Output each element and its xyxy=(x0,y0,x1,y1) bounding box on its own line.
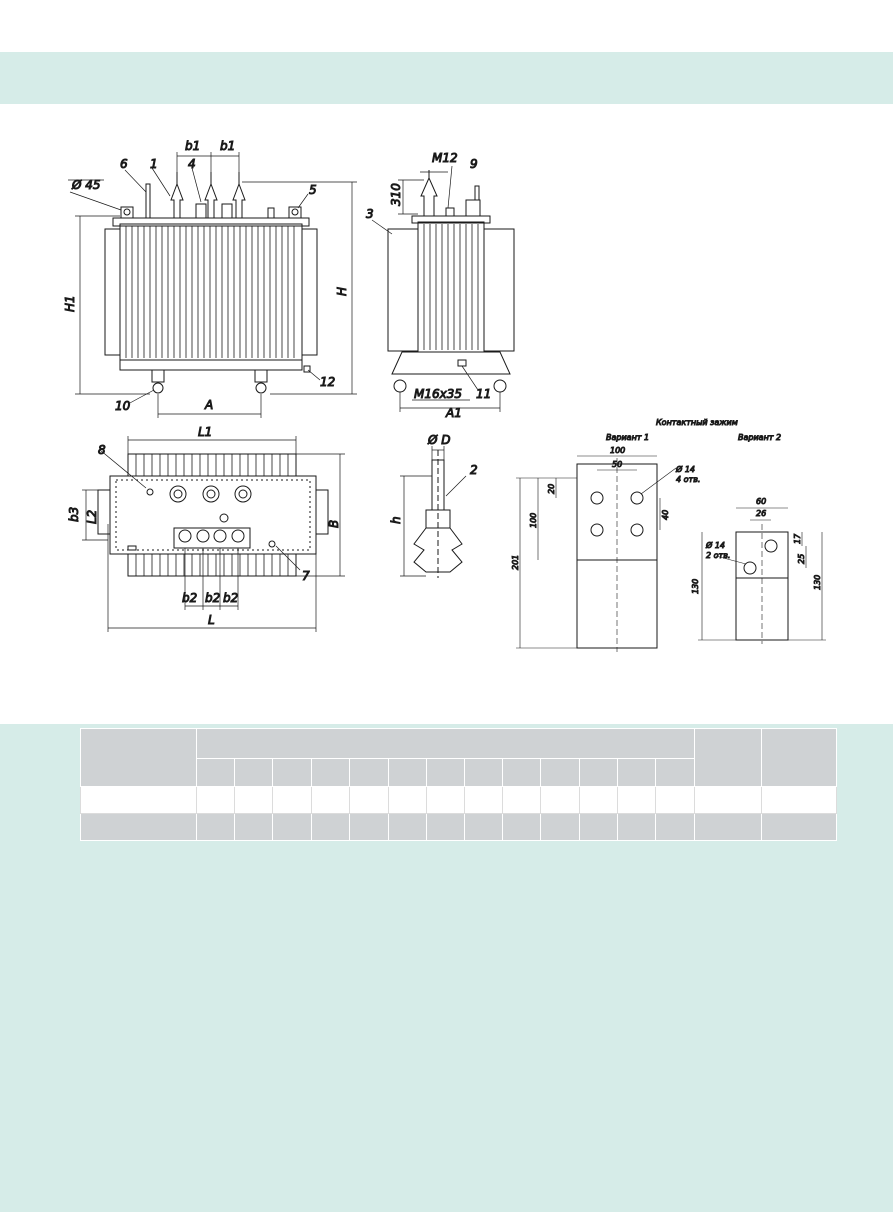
label-h-small: h xyxy=(389,516,403,524)
label-1: 1 xyxy=(150,157,158,171)
subheader-cell xyxy=(502,758,542,787)
label-m16x35: M16x35 xyxy=(414,387,462,401)
bushing-detail xyxy=(413,450,463,578)
dim-26: 26 xyxy=(756,509,766,518)
dim-201: 201 xyxy=(511,555,520,570)
dim-60: 60 xyxy=(756,497,766,506)
label-11: 11 xyxy=(476,387,491,401)
label-phi-d: Ø D xyxy=(427,433,451,447)
label-10: 10 xyxy=(115,399,131,413)
label-b2-1: b2 xyxy=(182,591,197,605)
bushing-dimensions xyxy=(400,446,467,577)
label-3: 3 xyxy=(366,207,374,221)
label-m12: M12 xyxy=(432,151,458,165)
header-col-a xyxy=(693,728,762,787)
label-b1-right: b1 xyxy=(220,139,235,153)
label-b: B xyxy=(327,520,341,528)
clamp-variant-2-drawing xyxy=(735,524,789,644)
transformer-technical-drawing: b1 b1 Ø 45 6 1 4 5 12 10 A H1 H xyxy=(0,104,893,724)
label-4: 4 xyxy=(188,157,196,171)
label-8: 8 xyxy=(98,443,106,457)
subheader-cell xyxy=(426,758,466,787)
clamp-variant-2: Вариант 2 xyxy=(738,433,781,442)
dim-100-side: 100 xyxy=(529,513,538,528)
subheader-cell xyxy=(272,758,313,787)
subheader-cell xyxy=(196,758,236,787)
subheader-cell xyxy=(617,758,657,787)
label-h1: H1 xyxy=(63,295,77,312)
dim-17: 17 xyxy=(793,533,802,544)
hole-diameter-1: Ø 14 xyxy=(675,464,695,474)
clamp-variant-1-drawing xyxy=(576,458,658,652)
label-l2: L2 xyxy=(85,510,99,524)
label-b1-left: b1 xyxy=(185,139,200,153)
label-b3: b3 xyxy=(67,507,81,522)
subheader-cell xyxy=(655,758,695,787)
top-view-dimensions xyxy=(82,436,345,632)
header-col-b xyxy=(760,728,838,787)
dim-100-top: 100 xyxy=(610,446,625,455)
label-l: L xyxy=(208,613,215,627)
table-row xyxy=(79,813,838,841)
front-view xyxy=(104,172,318,394)
dim-40: 40 xyxy=(661,510,670,520)
subheader-cell xyxy=(579,758,619,787)
dim-130-right: 130 xyxy=(813,575,822,590)
dim-130-left: 130 xyxy=(691,579,700,594)
label-l1: L1 xyxy=(198,425,212,439)
dim-50: 50 xyxy=(612,460,622,469)
table-row xyxy=(79,786,838,814)
label-a: A xyxy=(204,398,213,412)
side-view xyxy=(387,170,515,393)
dim-20: 20 xyxy=(547,484,556,494)
subheader-cell xyxy=(388,758,428,787)
top-view xyxy=(97,453,329,577)
clamp-variant-1-dims xyxy=(516,455,677,649)
label-a1: A1 xyxy=(445,406,462,420)
subheader-cell xyxy=(234,758,274,787)
header-band xyxy=(0,52,893,104)
subheader-cell xyxy=(311,758,351,787)
label-2: 2 xyxy=(470,463,478,477)
clamp-variant-1: Вариант 1 xyxy=(606,433,649,442)
subheader-cell xyxy=(540,758,581,787)
hole-count-2: 2 отв. xyxy=(706,551,730,560)
dim-25: 25 xyxy=(797,554,806,564)
label-9: 9 xyxy=(470,157,478,171)
label-h: H xyxy=(335,287,349,296)
label-b2-3: b2 xyxy=(223,591,238,605)
hole-count-1: 4 отв. xyxy=(676,475,700,484)
label-6: 6 xyxy=(120,157,128,171)
label-310: 310 xyxy=(389,183,403,206)
label-12: 12 xyxy=(320,375,335,389)
clamp-variant-2-dims xyxy=(698,507,826,641)
label-7: 7 xyxy=(302,569,310,583)
front-view-dimensions xyxy=(68,152,357,418)
spec-section xyxy=(0,724,893,1212)
header-dimensions-group xyxy=(196,728,695,759)
label-phi45: Ø 45 xyxy=(71,178,101,192)
hole-diameter-2: Ø 14 xyxy=(705,540,725,550)
spec-table xyxy=(79,728,838,841)
subheader-cell xyxy=(464,758,504,787)
label-b2-2: b2 xyxy=(205,591,220,605)
label-5: 5 xyxy=(309,183,317,197)
subheader-cell xyxy=(349,758,390,787)
header-model xyxy=(79,728,198,787)
side-view-dimensions xyxy=(371,165,501,412)
clamp-title: Контактный зажим xyxy=(656,418,738,427)
